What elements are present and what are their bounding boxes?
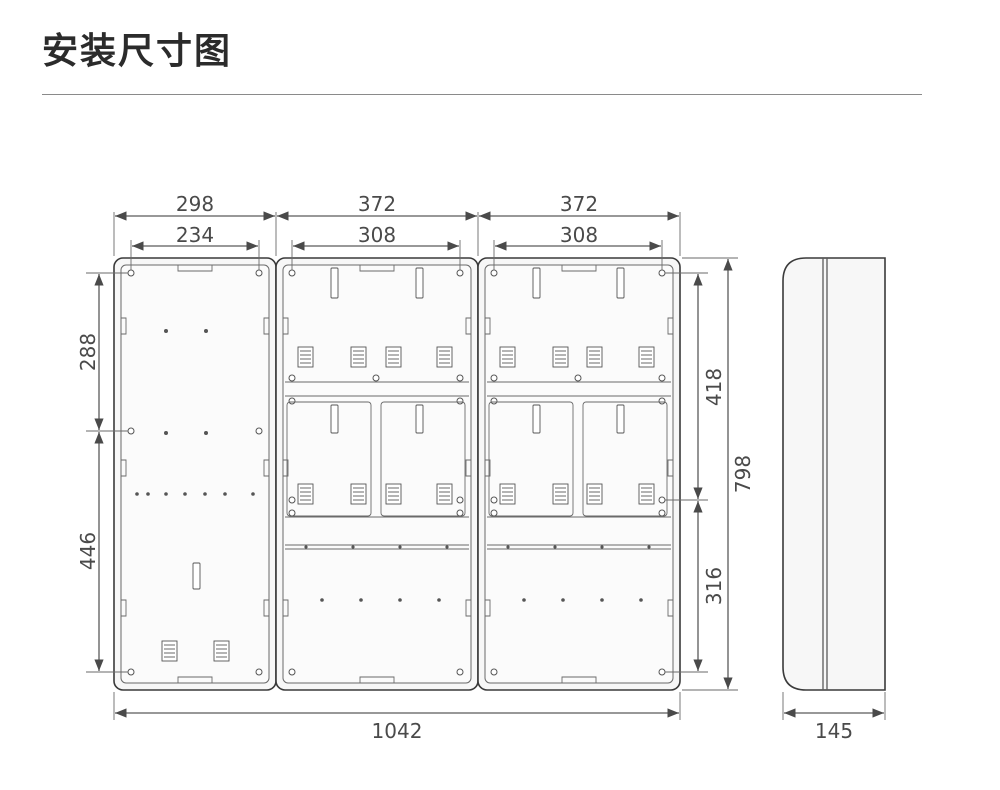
dim-right-upper-height: 418 bbox=[702, 368, 726, 406]
dim-mount-3-width: 308 bbox=[560, 223, 598, 247]
dim-module-1-width: 298 bbox=[176, 192, 214, 216]
side-view bbox=[782, 257, 886, 691]
dim-module-3-width: 372 bbox=[560, 192, 598, 216]
page-title: 安装尺寸图 bbox=[42, 31, 233, 72]
dim-left-lower-height: 446 bbox=[76, 532, 100, 570]
dim-module-2-width: 372 bbox=[358, 192, 396, 216]
dim-depth: 145 bbox=[815, 719, 853, 743]
dim-right-lower-height: 316 bbox=[702, 567, 726, 605]
title-divider bbox=[42, 94, 922, 95]
front-view bbox=[113, 257, 681, 691]
dim-mount-2-width: 308 bbox=[358, 223, 396, 247]
dim-mount-1-width: 234 bbox=[176, 223, 214, 247]
dim-total-width: 1042 bbox=[372, 719, 423, 743]
dimension-lines: 298 372 372 234 308 308 288 446 418 316 … bbox=[76, 192, 886, 743]
dim-left-upper-height: 288 bbox=[76, 333, 100, 371]
dim-total-height: 798 bbox=[731, 455, 755, 493]
